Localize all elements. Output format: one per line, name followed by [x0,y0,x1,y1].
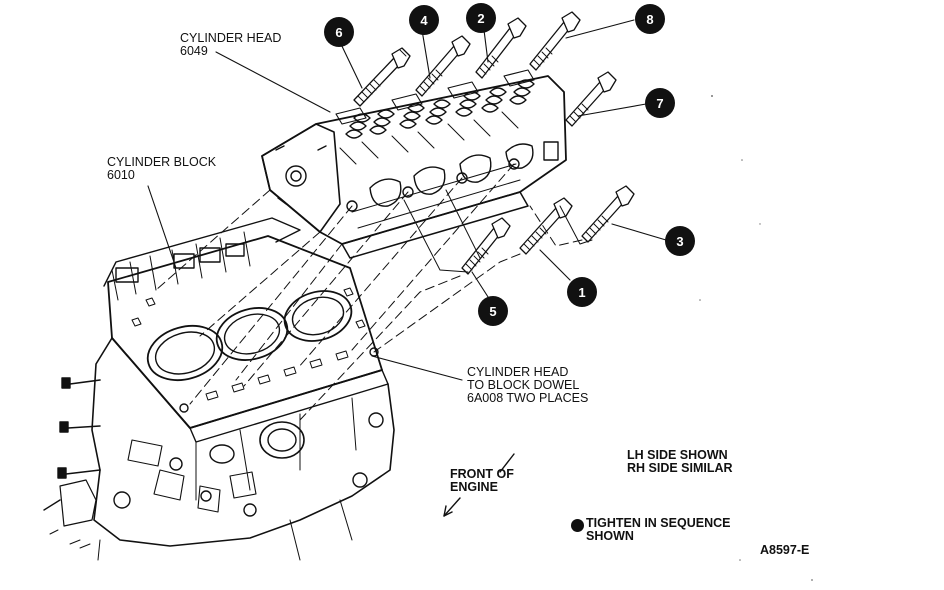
sequence-callout-8: 8 [635,4,665,34]
sequence-callout-1: 1 [567,277,597,307]
front-of-engine-label: FRONT OF ENGINE [450,468,514,494]
alignment-lines [155,163,583,421]
cylinder-block-name: CYLINDER BLOCK [107,155,217,169]
callout-1-number: 1 [578,284,586,300]
front-of-engine-line1: FRONT OF [450,467,514,481]
bolt-1 [519,197,573,255]
dowel-label-line1: CYLINDER HEAD [467,365,569,379]
front-of-engine-line2: ENGINE [450,480,498,494]
bolt-4 [415,35,471,97]
callout-5-number: 5 [489,303,497,319]
bolt-7 [565,71,617,127]
cylinder-head-part-number: 6049 [180,44,208,58]
arrow-down-left-icon [443,453,515,517]
cylinder-block [43,217,395,561]
bolt-8 [529,11,581,71]
leader-lines [147,19,667,381]
cylinder-head-label: CYLINDER HEAD 6049 [180,32,281,58]
sequence-callout-7: 7 [645,88,675,118]
callout-3-number: 3 [676,233,684,249]
dowel-label-line2: TO BLOCK DOWEL [467,378,580,392]
sequence-callout-6: 6 [324,17,354,47]
cylinder-head [261,69,567,259]
callout-7-number: 7 [656,95,664,111]
filled-circle-icon [571,519,584,532]
sequence-callout-2: 2 [466,3,496,33]
callout-6-number: 6 [335,24,343,40]
figure-code: A8597-E [760,543,810,557]
bolt-6 [353,47,411,107]
legend-line2: SHOWN [586,529,634,543]
head-bolts [353,11,635,275]
bolt-5 [461,217,511,275]
side-note-line2: RH SIDE SIMILAR [627,461,733,475]
legend-line1: TIGHTEN IN SEQUENCE [586,516,731,530]
sequence-callout-4: 4 [409,5,439,35]
bolt-3 [581,185,635,243]
sequence-callout-5: 5 [478,296,508,326]
cylinder-block-part-number: 6010 [107,168,135,182]
callout-8-number: 8 [646,11,654,27]
head-to-block-guides [403,189,593,273]
cylinder-head-name: CYLINDER HEAD [180,31,282,45]
dowel-label-line3: 6A008 TWO PLACES [467,391,589,405]
sequence-callout-3: 3 [665,226,695,256]
callout-4-number: 4 [420,12,428,28]
scan-speckles [699,95,813,581]
cylinder-block-label: CYLINDER BLOCK 6010 [107,156,216,182]
bolt-2 [475,17,527,79]
callout-2-number: 2 [477,10,485,26]
side-note-line1: LH SIDE SHOWN [627,448,728,462]
side-note-label: LH SIDE SHOWN RH SIDE SIMILAR [627,449,733,475]
tighten-sequence-legend: TIGHTEN IN SEQUENCE SHOWN [586,517,730,543]
dowel-label: CYLINDER HEAD TO BLOCK DOWEL 6A008 TWO P… [467,366,588,405]
